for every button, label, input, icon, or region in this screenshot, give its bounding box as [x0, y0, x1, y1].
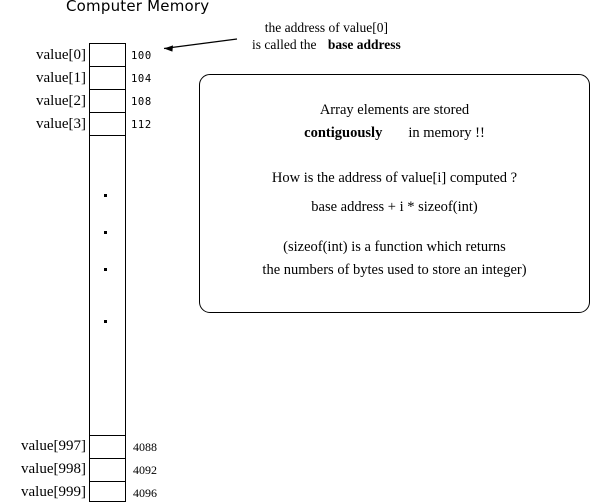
address-label-0: 100 — [131, 50, 152, 62]
array-index-label-2: value[2] — [36, 93, 86, 109]
contiguously-term: contiguously — [304, 125, 383, 141]
info-line-6: the numbers of bytes used to store an in… — [262, 262, 527, 278]
address-label-3: 112 — [131, 119, 152, 131]
cell-divider-2 — [89, 112, 126, 113]
base-address-callout: the address of value[0] is called the ba… — [252, 19, 401, 53]
address-label-1: 104 — [131, 73, 152, 85]
explanation-box: Array elements are stored contiguously in… — [199, 74, 590, 313]
address-label-999: 4096 — [133, 486, 157, 500]
address-label-998: 4092 — [133, 463, 157, 477]
array-index-label-1: value[1] — [36, 70, 86, 86]
info-line-3: How is the address of value[i] computed … — [271, 170, 518, 186]
callout-line-1: the address of value[0] — [264, 20, 389, 35]
cell-divider-998 — [89, 458, 126, 459]
diagram-title: Computer Memory — [66, 0, 210, 15]
cell-divider-997 — [89, 435, 126, 436]
base-address-arrow-icon — [163, 38, 238, 52]
array-index-label-0: value[0] — [36, 47, 86, 63]
array-index-label-998: value[998] — [21, 461, 86, 477]
array-index-label-997: value[997] — [21, 438, 86, 454]
array-index-label-999: value[999] — [21, 484, 86, 500]
address-label-2: 108 — [131, 96, 152, 108]
info-line-5: (sizeof(int) is a function which returns — [283, 239, 506, 255]
cell-divider-0 — [89, 66, 126, 67]
cell-divider-3 — [89, 135, 126, 136]
info-line-2-rest: in memory !! — [408, 125, 485, 141]
callout-line-2: is called the base address — [252, 36, 401, 53]
memory-column — [89, 43, 126, 502]
callout-base-address-term: base address — [327, 37, 401, 52]
array-index-label-3: value[3] — [36, 116, 86, 132]
ellipsis-dot — [104, 231, 107, 234]
cell-divider-999 — [89, 481, 126, 482]
info-line-2: contiguously in memory !! — [200, 125, 589, 142]
ellipsis-dot — [104, 320, 107, 323]
address-label-997: 4088 — [133, 440, 157, 454]
ellipsis-dot — [104, 194, 107, 197]
cell-divider-1 — [89, 89, 126, 90]
ellipsis-dot — [104, 268, 107, 271]
callout-line-2-prefix: is called the — [252, 37, 317, 52]
info-line-4: base address + i * sizeof(int) — [311, 199, 478, 215]
info-line-1: Array elements are stored — [319, 102, 470, 118]
